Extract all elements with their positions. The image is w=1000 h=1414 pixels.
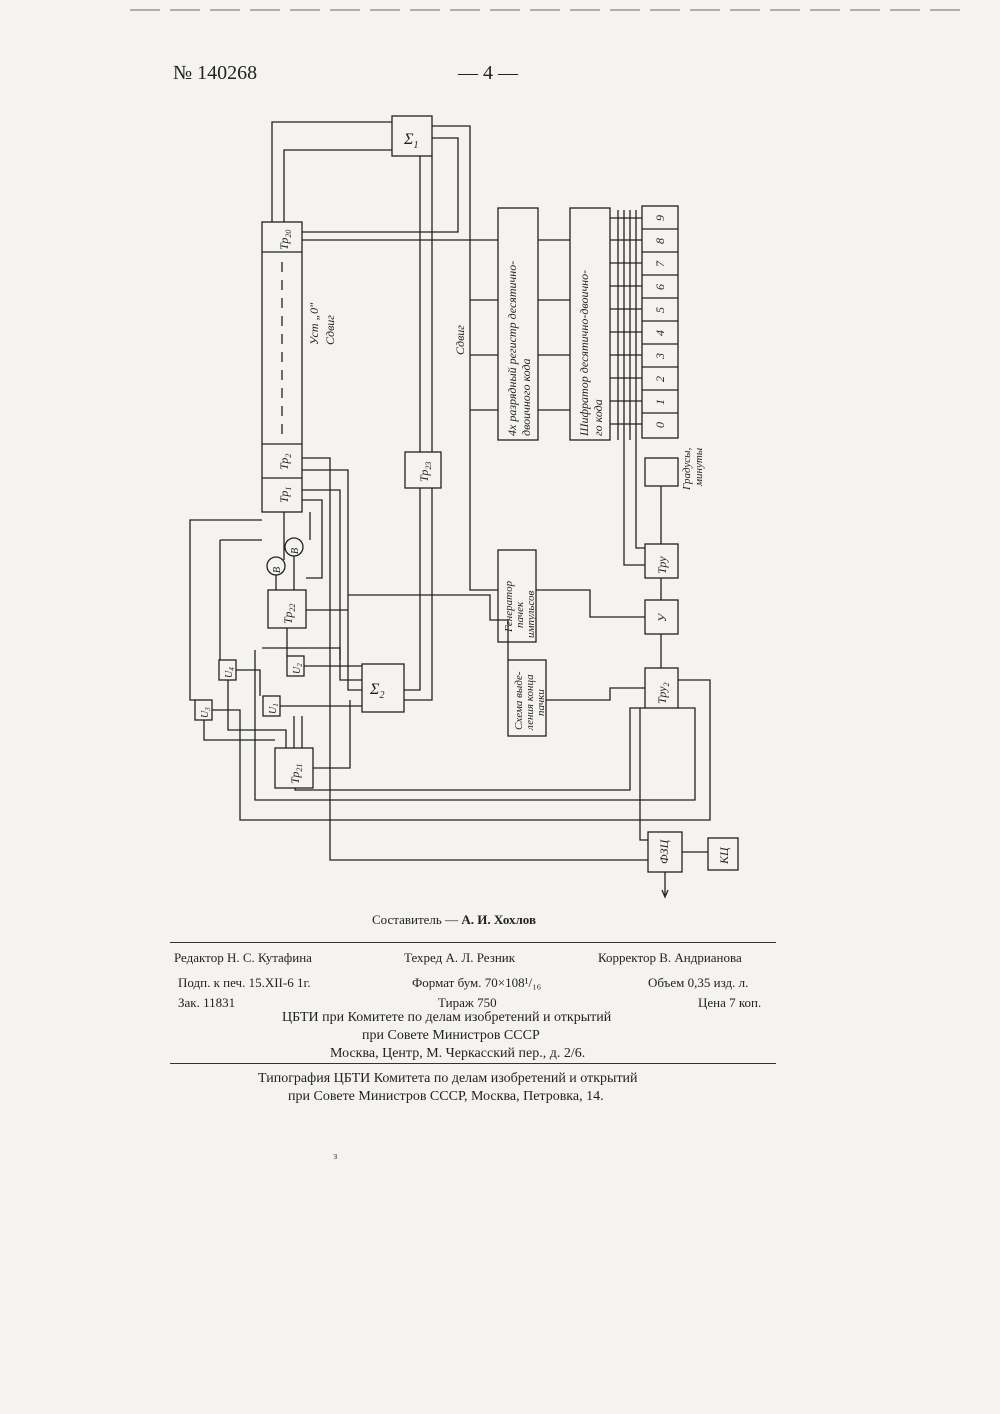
v1-label: В <box>272 567 283 573</box>
tr2-label: Тр2 <box>277 454 293 470</box>
key-1: 1 <box>653 399 667 405</box>
compiler-line: Составитель — А. И. Хохлов <box>372 912 536 928</box>
org-line-3: Москва, Центр, М. Черкасский пер., д. 2/… <box>330 1046 585 1062</box>
printer-line-1: Типография ЦБТИ Комитета по делам изобре… <box>258 1071 638 1087</box>
editor: Редактор Н. С. Кутафина <box>174 950 312 966</box>
price: Цена 7 коп. <box>698 995 761 1011</box>
sigma2-block <box>362 664 404 712</box>
encoder-label-1: Шифратор десятично-двоично- <box>577 270 591 437</box>
print-run: Тираж 750 <box>438 995 497 1011</box>
tr23-label: Тр23 <box>417 462 433 482</box>
degrees-indicator-block <box>645 458 678 486</box>
key-0: 0 <box>653 422 667 428</box>
tru2-label: Тру2 <box>655 682 671 704</box>
sigma2-label: Σ2 <box>369 681 385 701</box>
signed-date: Подп. к печ. 15.XII-6 1г. <box>178 975 311 991</box>
degrees-label-1: Градусы, <box>681 447 693 491</box>
tr1-label: Тр1 <box>277 487 293 503</box>
key-5: 5 <box>653 307 667 313</box>
detector-label-3: пачки <box>535 689 547 716</box>
tr20-label: Тр20 <box>277 230 293 250</box>
key-8: 8 <box>653 238 667 244</box>
key-2: 2 <box>653 376 667 382</box>
tru-label: Тру <box>655 556 669 574</box>
block-diagram: Σ1 Σ2 Тр20 Тр2 Тр1 Тр23 Тр22 Тр21 Тру Тр… <box>0 0 1000 900</box>
paper-format: Формат бум. 70×108¹/₁₆ <box>412 975 541 991</box>
key-9: 9 <box>653 215 667 221</box>
u3-label: U3 <box>200 707 212 718</box>
fzts-label: ФЗЦ <box>657 838 671 864</box>
corrector: Корректор В. Андрианова <box>598 950 742 966</box>
tr22-label: Тр22 <box>281 604 297 624</box>
top-rule <box>170 942 776 943</box>
bcd-register-label-1: 4х разрядный регистр десятично- <box>505 261 519 436</box>
u1-label: U1 <box>268 703 280 714</box>
sigma1-label: Σ1 <box>403 131 419 151</box>
order-number: Зак. 11831 <box>178 995 235 1011</box>
compiler-label: Составитель — <box>372 912 458 927</box>
v2-label: В <box>290 548 301 554</box>
key-6: 6 <box>653 284 667 290</box>
kts-label: КЦ <box>717 846 731 865</box>
tr21-label: Тр21 <box>288 764 304 784</box>
bcd-register-label-2: двоичного кода <box>519 358 533 436</box>
org-line-2: при Совете Министров СССР <box>362 1028 540 1044</box>
reset-label: Уст „0" <box>307 302 321 345</box>
bottom-rule <box>170 1063 776 1064</box>
key-4: 4 <box>653 330 667 336</box>
u4-label: U4 <box>224 667 236 678</box>
org-line-1: ЦБТИ при Комитете по делам изобретений и… <box>282 1010 611 1026</box>
generator-label-3: импульсов <box>525 590 537 638</box>
printer-line-2: при Совете Министров СССР, Москва, Петро… <box>288 1089 604 1105</box>
encoder-label-2: го кода <box>591 399 605 436</box>
shift-label-1: Сдвиг <box>323 315 337 345</box>
shift-label-2: Сдвиг <box>453 325 467 355</box>
techred: Техред А. Л. Резник <box>404 950 515 966</box>
u2-label: U2 <box>292 663 304 674</box>
key-3: 3 <box>653 353 667 360</box>
key-7: 7 <box>653 260 667 267</box>
stray-mark: з <box>333 1150 337 1162</box>
degrees-label-2: минуты <box>693 447 705 487</box>
amplifier-label: У <box>655 612 669 622</box>
compiler-name: А. И. Хохлов <box>461 912 536 927</box>
volume: Объем 0,35 изд. л. <box>648 975 748 991</box>
